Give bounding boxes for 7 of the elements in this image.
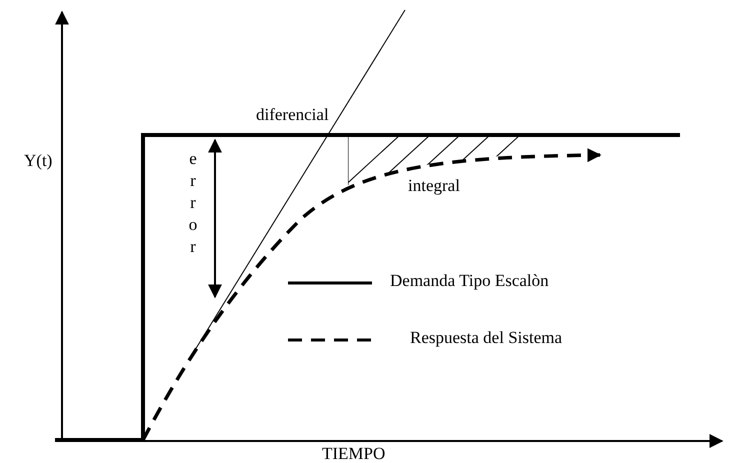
integral-label: integral bbox=[408, 177, 460, 196]
diff-label: diferencial bbox=[256, 106, 329, 125]
axis-label: TIEMPO bbox=[322, 445, 386, 463]
error-label: error bbox=[188, 148, 198, 258]
axis-label: Y(t) bbox=[24, 152, 52, 171]
legend-text: Respuesta del Sistema bbox=[410, 329, 562, 348]
legend-text: Demanda Tipo Escalòn bbox=[390, 272, 549, 291]
